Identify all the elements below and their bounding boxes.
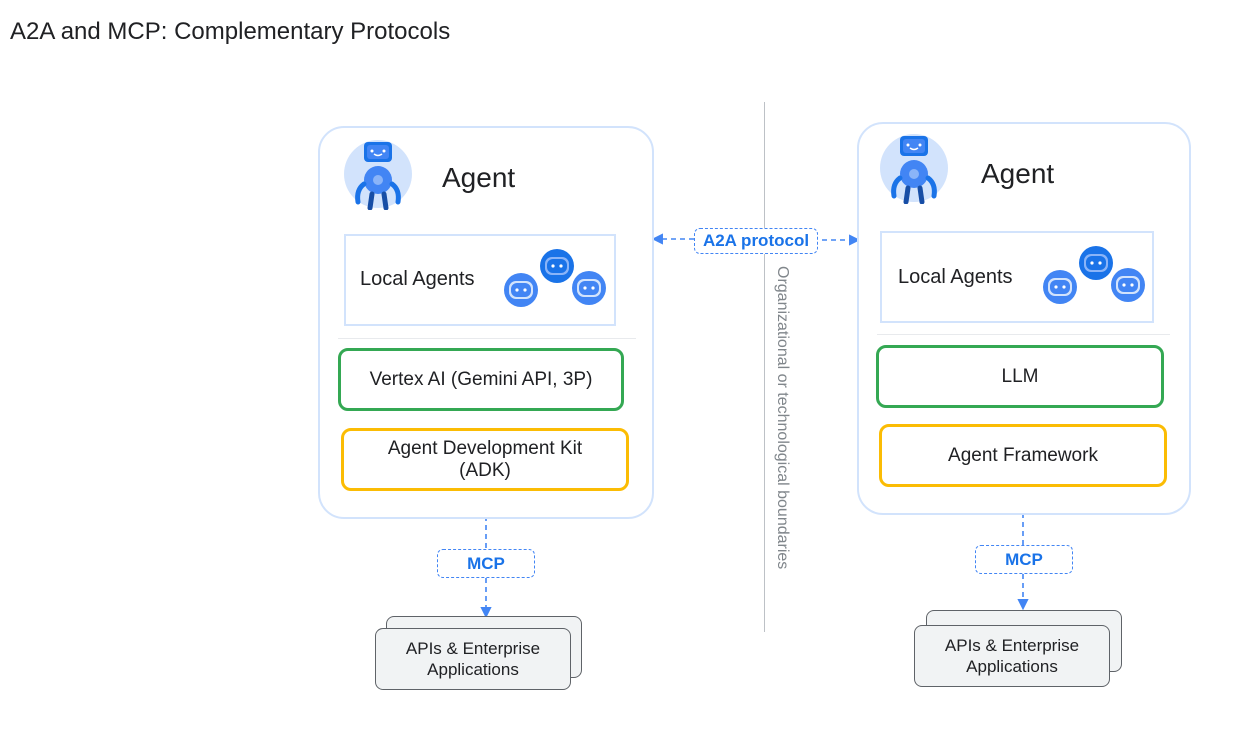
right-apis-card: APIs & Enterprise Applications bbox=[914, 625, 1110, 687]
robot-icon bbox=[878, 132, 950, 205]
right-divider bbox=[877, 334, 1170, 335]
left-local-agents-label: Local Agents bbox=[360, 268, 475, 290]
right-agent-title: Agent bbox=[981, 158, 1055, 189]
left-model-box: Vertex AI (Gemini API, 3P) bbox=[338, 348, 624, 411]
right-mcp-tag: MCP bbox=[975, 545, 1073, 574]
left-divider bbox=[338, 338, 636, 339]
left-apis-card: APIs & Enterprise Applications bbox=[375, 628, 571, 690]
left-mcp-tag: MCP bbox=[437, 549, 535, 578]
right-local-agents-box bbox=[880, 231, 1154, 323]
local-agents-icon bbox=[1042, 243, 1150, 309]
right-framework-box: Agent Framework bbox=[879, 424, 1167, 487]
right-model-box: LLM bbox=[876, 345, 1164, 408]
left-agent-title: Agent bbox=[442, 162, 516, 193]
left-local-agents-box bbox=[344, 234, 616, 326]
local-agents-icon bbox=[503, 246, 611, 312]
left-framework-box: Agent Development Kit (ADK) bbox=[341, 428, 629, 491]
page-title: A2A and MCP: Complementary Protocols bbox=[10, 18, 451, 45]
a2a-protocol-tag: A2A protocol bbox=[694, 228, 818, 254]
right-local-agents-label: Local Agents bbox=[898, 266, 1013, 288]
boundary-label: Organizational or technological boundari… bbox=[773, 266, 791, 626]
robot-icon bbox=[342, 138, 414, 211]
boundary-line bbox=[764, 102, 765, 632]
